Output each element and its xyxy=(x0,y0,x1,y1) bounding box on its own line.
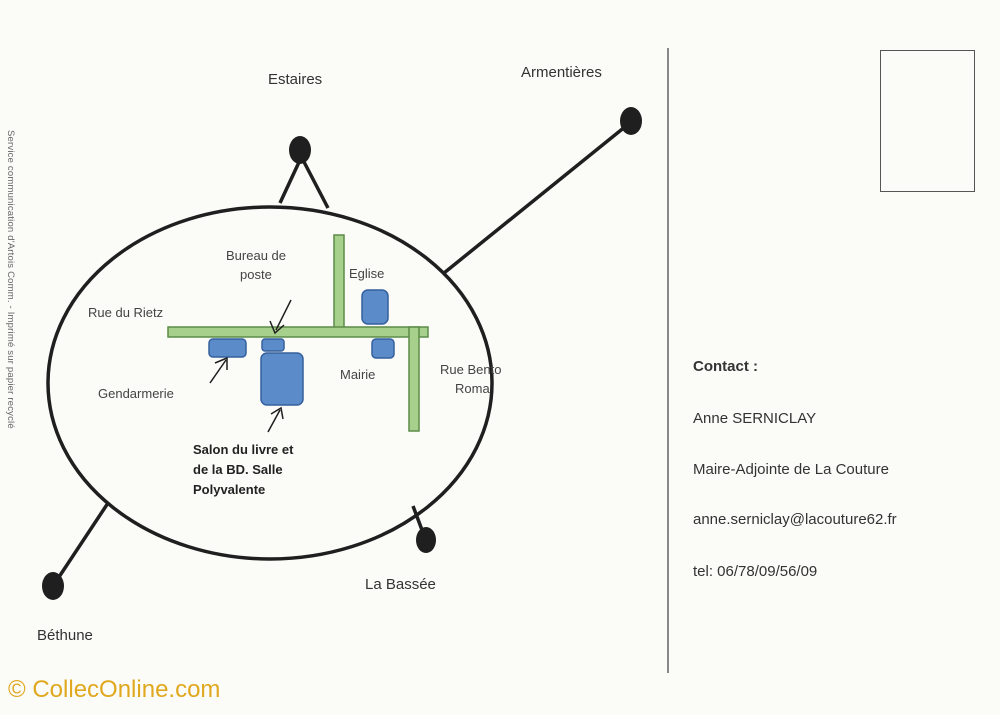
town-label-la-bassee: La Bassée xyxy=(365,576,436,593)
estaires-marker xyxy=(289,136,311,164)
salle-polyvalente-building xyxy=(260,352,304,406)
road-north xyxy=(333,234,345,331)
place-label-bureau-de: Bureau de xyxy=(226,248,286,263)
town-boundary xyxy=(46,205,494,561)
armentieres-connector xyxy=(442,120,633,275)
salon-arrowhead xyxy=(270,406,284,420)
eglise-building xyxy=(361,289,389,325)
place-label-poste: poste xyxy=(240,267,272,282)
place-label-salon-line1: Salon du livre et xyxy=(193,442,294,457)
contact-heading: Contact : xyxy=(693,358,758,375)
bureau-de-poste-arrowhead xyxy=(269,320,285,335)
bethune-marker xyxy=(42,572,64,600)
road-rue-bento-roma xyxy=(408,326,420,432)
estaires-connector-right xyxy=(301,159,330,209)
place-label-gendarmerie: Gendarmerie xyxy=(98,386,174,401)
contact-name: Anne SERNICLAY xyxy=(693,410,817,427)
contact-phone: tel: 06/78/09/56/09 xyxy=(693,563,818,580)
bureau-de-poste-arrow xyxy=(275,299,292,331)
contact-email: anne.serniclay@lacouture62.fr xyxy=(693,511,897,528)
mairie-building xyxy=(371,338,395,359)
estaires-connector-left xyxy=(278,159,302,204)
gendarmerie-building xyxy=(208,338,247,358)
armentieres-marker xyxy=(620,107,642,135)
bethune-connector xyxy=(53,502,110,584)
side-credit-text: Service communication d'Artois Comm. - I… xyxy=(5,130,16,429)
road-rue-du-rietz xyxy=(167,326,429,338)
stamp-box xyxy=(880,50,975,192)
la-bassee-marker xyxy=(416,527,436,553)
card-divider xyxy=(667,48,669,673)
bureau-de-poste-building xyxy=(261,338,285,352)
salon-arrow xyxy=(267,409,281,433)
place-label-mairie: Mairie xyxy=(340,367,376,382)
gendarmerie-arrow xyxy=(209,359,227,384)
street-label-roma: Roma xyxy=(455,381,490,396)
place-label-salon-line3: Polyvalente xyxy=(193,482,266,497)
contact-role: Maire-Adjointe de La Couture xyxy=(693,461,889,478)
town-label-armentieres: Armentières xyxy=(521,64,602,81)
town-label-bethune: Béthune xyxy=(37,627,93,644)
town-label-estaires: Estaires xyxy=(268,71,323,88)
gendarmerie-arrowhead xyxy=(214,356,228,370)
street-label-rue-du-rietz: Rue du Rietz xyxy=(88,305,164,320)
place-label-eglise: Eglise xyxy=(349,266,385,281)
street-label-rue-bento: Rue Bento xyxy=(440,362,502,377)
place-label-salon-line2: de la BD. Salle xyxy=(193,462,283,477)
watermark: © CollecOnline.com xyxy=(8,676,221,703)
